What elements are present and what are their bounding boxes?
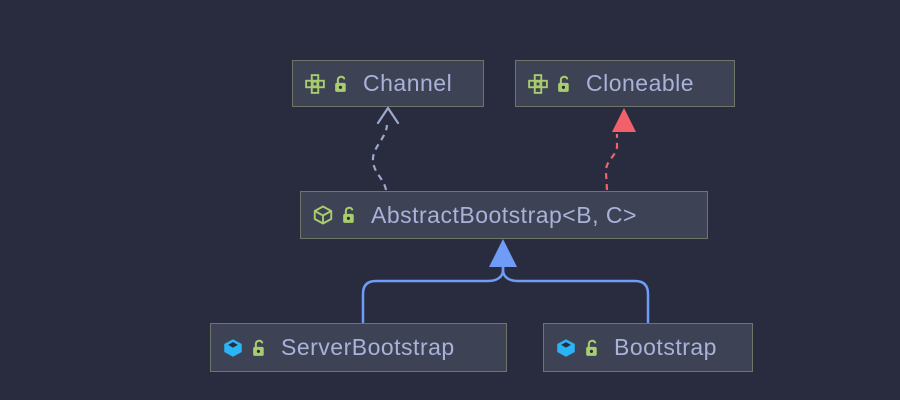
edge-dependency-channel[interactable]	[371, 106, 400, 191]
node-channel[interactable]: Channel	[292, 60, 484, 107]
node-label: Bootstrap	[614, 334, 717, 360]
open-lock-icon	[253, 339, 264, 356]
filled-arrowhead-icon	[612, 108, 636, 132]
interface-icon	[528, 73, 548, 94]
inheritance-line-right[interactable]	[501, 264, 650, 324]
edge-inheritance-bootstrap[interactable]	[501, 264, 650, 324]
abstract-class-icon	[313, 205, 333, 225]
class-icon	[224, 338, 242, 357]
open-arrowhead-icon	[376, 106, 400, 125]
edge-inheritance-serverbootstrap[interactable]	[361, 264, 505, 324]
node-abstract-bootstrap[interactable]: AbstractBootstrap<B, C>	[300, 191, 708, 239]
node-label: Channel	[363, 70, 453, 96]
inheritance-line-left[interactable]	[361, 264, 505, 324]
open-lock-icon	[558, 75, 569, 92]
node-cloneable[interactable]: Cloneable	[515, 60, 735, 107]
class-icon	[557, 338, 575, 357]
node-label: Cloneable	[586, 70, 695, 96]
interface-icon	[305, 73, 325, 94]
node-label: ServerBootstrap	[281, 334, 455, 360]
edge-realization-cloneable[interactable]	[604, 108, 636, 191]
realization-line[interactable]	[604, 134, 619, 191]
node-label: AbstractBootstrap<B, C>	[371, 201, 637, 228]
open-lock-icon	[586, 339, 597, 356]
node-bootstrap[interactable]: Bootstrap	[543, 323, 753, 372]
inheritance-arrowhead-icon	[489, 239, 517, 267]
open-lock-icon	[343, 206, 354, 223]
dependency-line[interactable]	[371, 124, 389, 191]
node-server-bootstrap[interactable]: ServerBootstrap	[210, 323, 507, 372]
open-lock-icon	[335, 75, 346, 92]
